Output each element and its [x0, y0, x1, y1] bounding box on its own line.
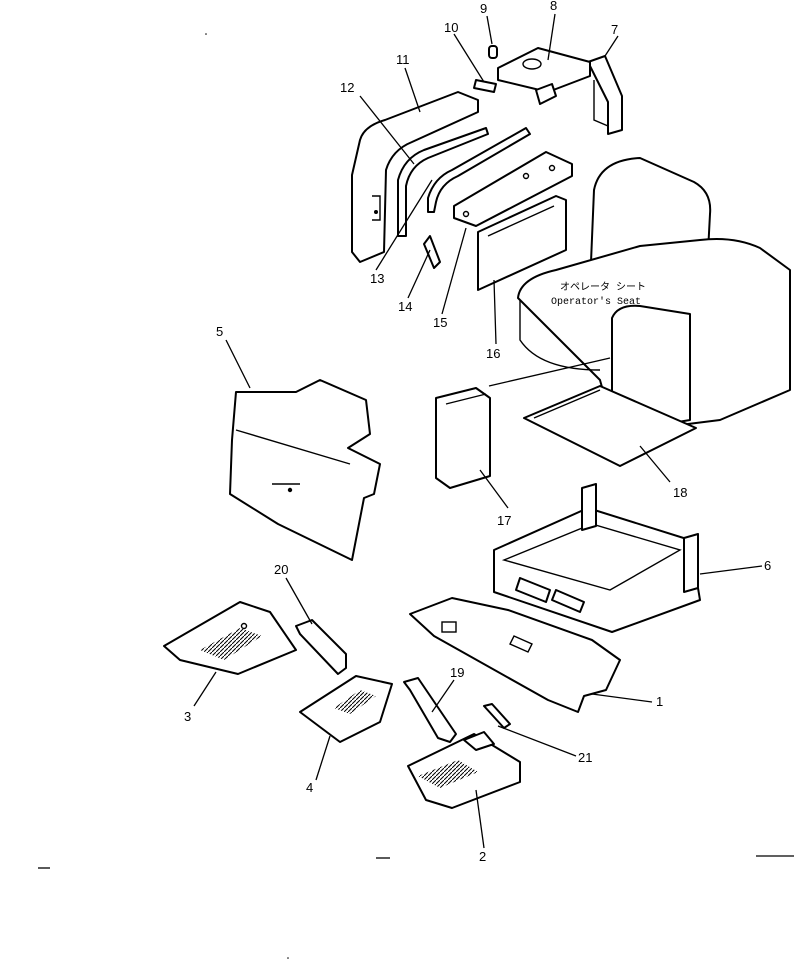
part-2-floor-panel [407, 731, 521, 809]
part-1-floor-plate [409, 597, 621, 713]
callout-6: 6 [764, 558, 771, 573]
part-5-console [229, 379, 381, 561]
part-10-pad [473, 79, 497, 93]
callout-14: 14 [398, 299, 412, 314]
callout-21: 21 [578, 750, 592, 765]
part-14-clip [423, 235, 441, 269]
part-9-clip [488, 45, 498, 59]
callout-3: 3 [184, 709, 191, 724]
part-21-bracket [483, 703, 511, 729]
part-13-strip [427, 127, 531, 213]
callout-8: 8 [550, 0, 557, 13]
callout-16: 16 [486, 346, 500, 361]
seat-label-japanese: オペレータ シート [560, 281, 646, 294]
part-16-panel [477, 195, 567, 291]
callout-10: 10 [444, 20, 458, 35]
callout-4: 4 [306, 780, 313, 795]
callout-13: 13 [370, 271, 384, 286]
callout-20: 20 [274, 562, 288, 577]
part-7-bracket [587, 55, 623, 135]
part-19-bar [403, 677, 457, 743]
scan-marks [38, 33, 794, 959]
callout-11: 11 [396, 52, 410, 67]
part-17-box [435, 387, 491, 489]
seat-label-english: Operator's Seat [551, 296, 641, 308]
callout-1: 1 [656, 694, 663, 709]
callout-2: 2 [479, 849, 486, 864]
leader-lines [193, 13, 763, 849]
callout-18: 18 [673, 485, 687, 500]
part-8-plate [497, 47, 591, 105]
part-12-strip [397, 127, 489, 237]
callout-12: 12 [340, 80, 354, 95]
part-15-bracket [453, 151, 573, 227]
part-11-armrest [351, 91, 479, 263]
part-4-panel [299, 675, 393, 743]
callout-15: 15 [433, 315, 447, 330]
callout-17: 17 [497, 513, 511, 528]
part-18-seat-plate [523, 385, 697, 467]
callout-19: 19 [450, 665, 464, 680]
callout-5: 5 [216, 324, 223, 339]
part-3-floor-panel [163, 601, 297, 675]
part-6-seat-frame [493, 483, 701, 633]
callout-7: 7 [611, 22, 618, 37]
part-20-bar [295, 619, 347, 675]
callout-9: 9 [480, 1, 487, 16]
